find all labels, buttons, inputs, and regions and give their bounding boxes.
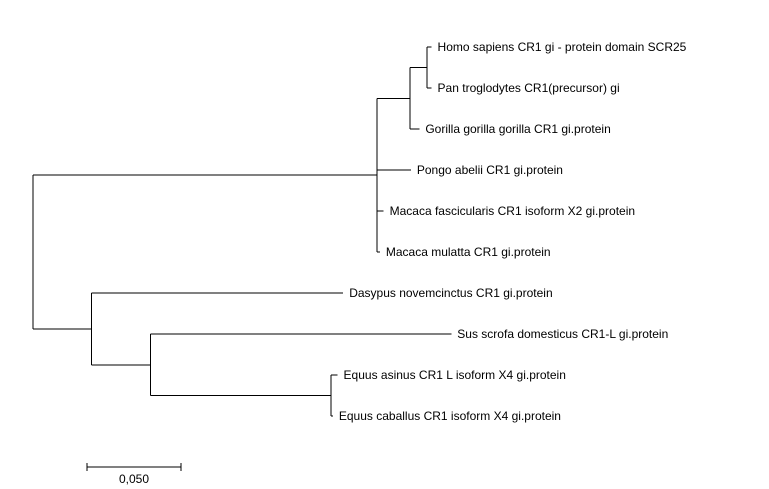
scale-bar-label: 0,050 [119, 472, 149, 486]
taxon-label-pongo-abelii-cr1-gi-protein: Pongo abelii CR1 gi.protein [417, 163, 563, 177]
taxon-label-gorilla-gorilla-gorilla-cr1-gi-protein: Gorilla gorilla gorilla CR1 gi.protein [425, 122, 610, 136]
taxon-label-equus-asinus-cr1-l-isoform-x4-gi-protein: Equus asinus CR1 L isoform X4 gi.protein [344, 368, 566, 382]
scale-bar: 0,050 [86, 463, 182, 486]
taxon-labels: Homo sapiens CR1 gi - protein domain SCR… [339, 40, 687, 423]
taxon-label-sus-scrofa-domesticus-cr1-l-gi-protein: Sus scrofa domesticus CR1-L gi.protein [457, 327, 668, 341]
taxon-label-macaca-fascicularis-cr1-isoform-x2-gi-pr: Macaca fascicularis CR1 isoform X2 gi.pr… [390, 204, 635, 218]
taxon-label-dasypus-novemcinctus-cr1-gi-protein: Dasypus novemcinctus CR1 gi.protein [349, 286, 552, 300]
tree-branches [32, 46, 452, 417]
taxon-label-equus-caballus-cr1-isoform-x4-gi-protein: Equus caballus CR1 isoform X4 gi.protein [339, 409, 561, 423]
taxon-label-pan-troglodytes-cr1-precursor-gi: Pan troglodytes CR1(precursor) gi [438, 81, 620, 95]
taxon-label-macaca-mulatta-cr1-gi-protein: Macaca mulatta CR1 gi.protein [386, 245, 551, 259]
taxon-label-homo-sapiens-cr1-gi-protein-domain-scr25: Homo sapiens CR1 gi - protein domain SCR… [438, 40, 687, 54]
